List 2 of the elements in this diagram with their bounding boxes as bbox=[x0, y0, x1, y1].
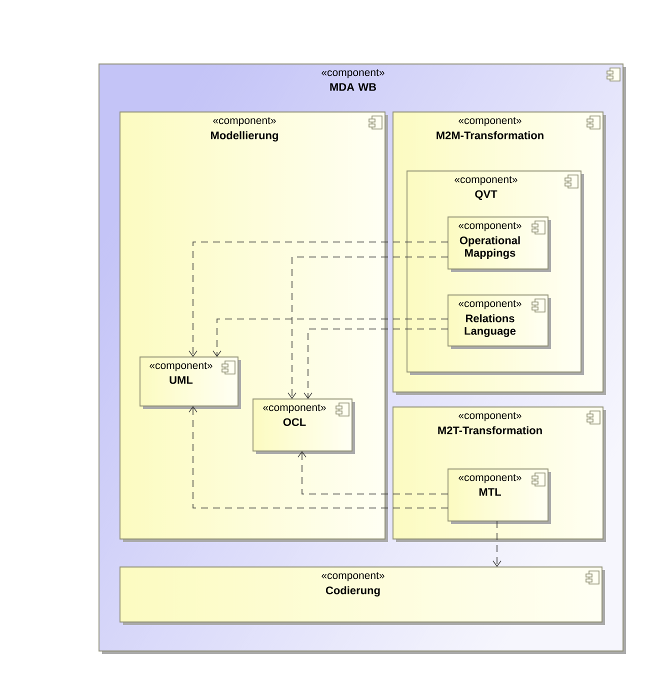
stereotype-label: «component» bbox=[322, 69, 384, 78]
component-name: MDA WB bbox=[330, 83, 376, 91]
